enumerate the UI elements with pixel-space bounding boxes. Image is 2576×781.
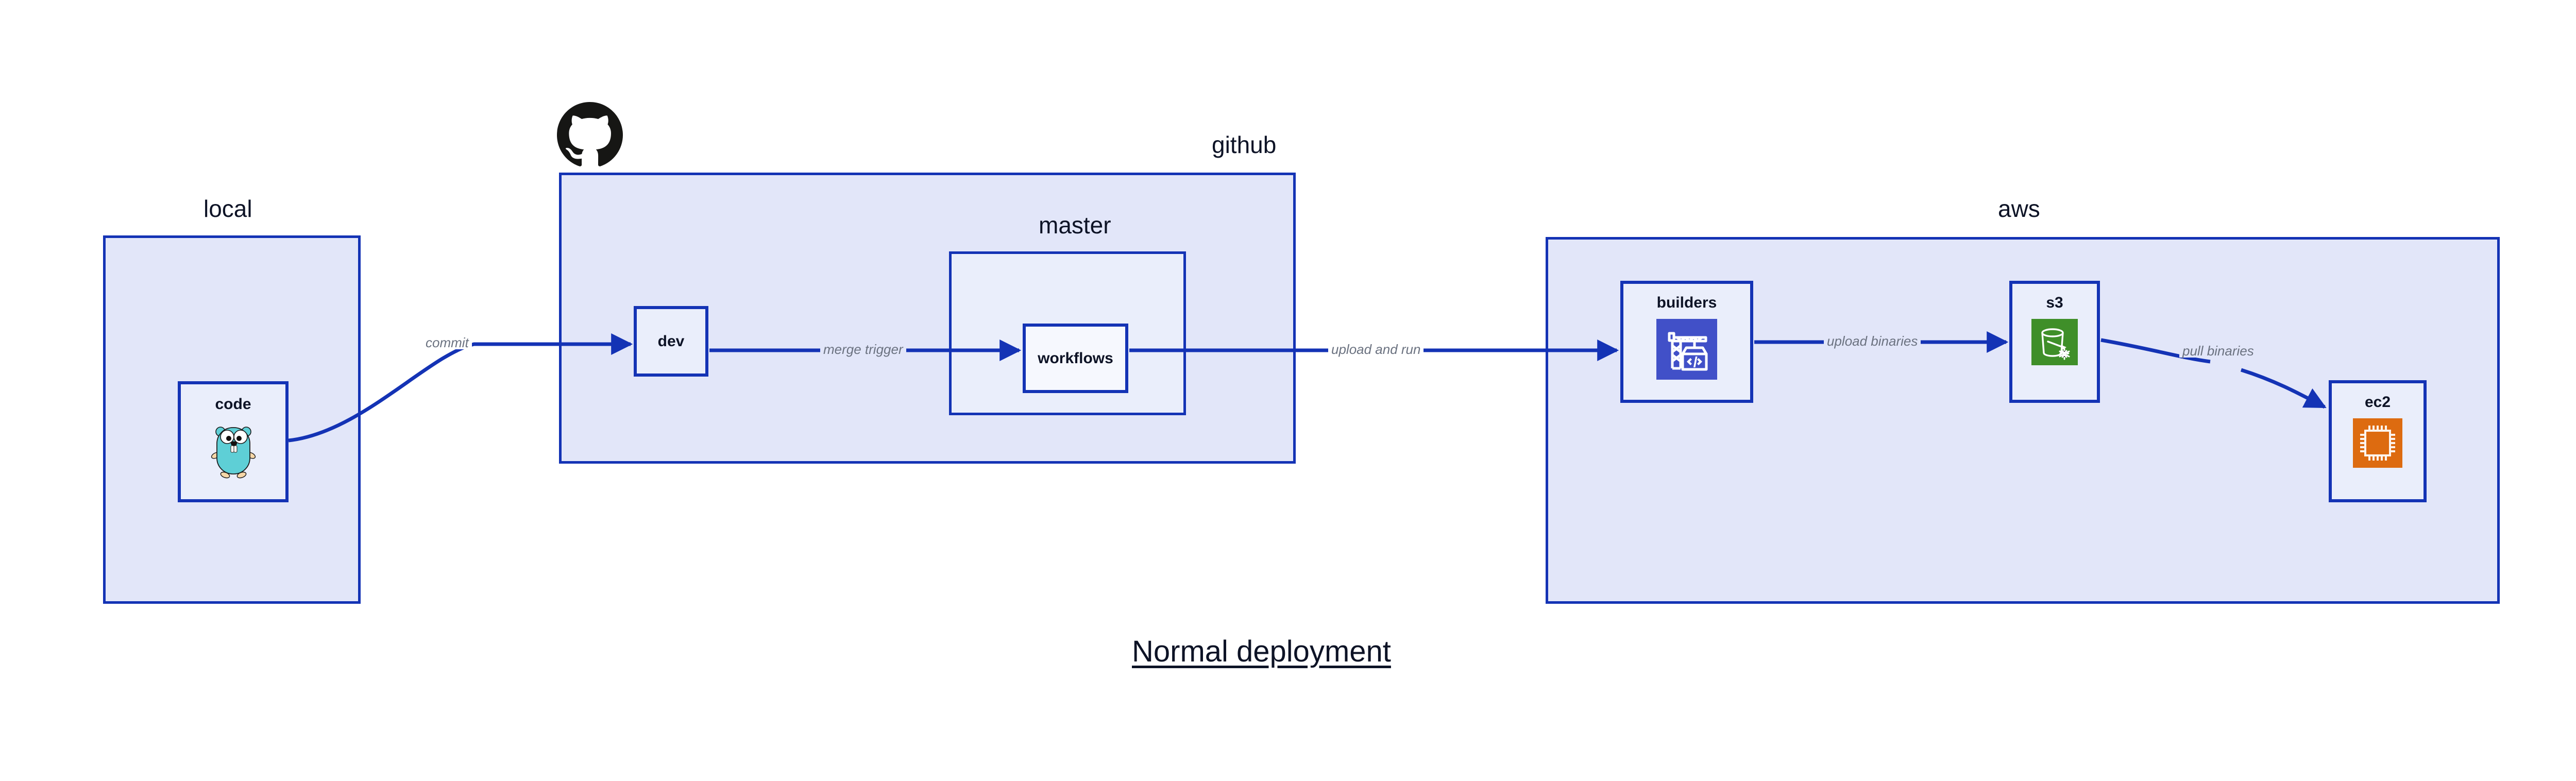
node-workflows-label: workflows [1038,349,1113,367]
node-code-label: code [215,396,251,413]
aws-s3-glacier-icon [2031,319,2078,368]
edge-label-pull-binaries: pull binaries [2179,344,2257,358]
node-ec2-label: ec2 [2364,394,2391,411]
aws-codebuild-icon [1656,319,1717,382]
edge-label-commit: commit [422,336,472,349]
node-dev-label: dev [657,332,685,350]
diagram-title: Normal deployment [1132,635,1391,668]
group-local-label: local [204,195,252,222]
edge-label-upload-and-run: upload and run [1328,343,1424,356]
node-builders-label: builders [1656,294,1717,311]
aws-ec2-icon [2353,418,2402,470]
node-dev[interactable]: dev [634,306,708,377]
group-aws-label: aws [1998,195,2040,222]
node-s3[interactable]: s3 [2009,281,2100,403]
group-github-label: github [1212,131,1277,158]
go-gopher-icon [210,421,257,482]
edge-label-upload-binaries: upload binaries [1824,334,1921,348]
github-octocat-icon [557,102,623,171]
node-code[interactable]: code [178,381,289,502]
node-workflows[interactable]: workflows [1023,324,1128,393]
node-s3-label: s3 [2046,294,2063,311]
node-builders[interactable]: builders [1620,281,1753,403]
edge-label-merge-trigger: merge trigger [820,343,906,356]
group-master-label: master [1039,212,1111,239]
node-ec2[interactable]: ec2 [2329,380,2427,502]
